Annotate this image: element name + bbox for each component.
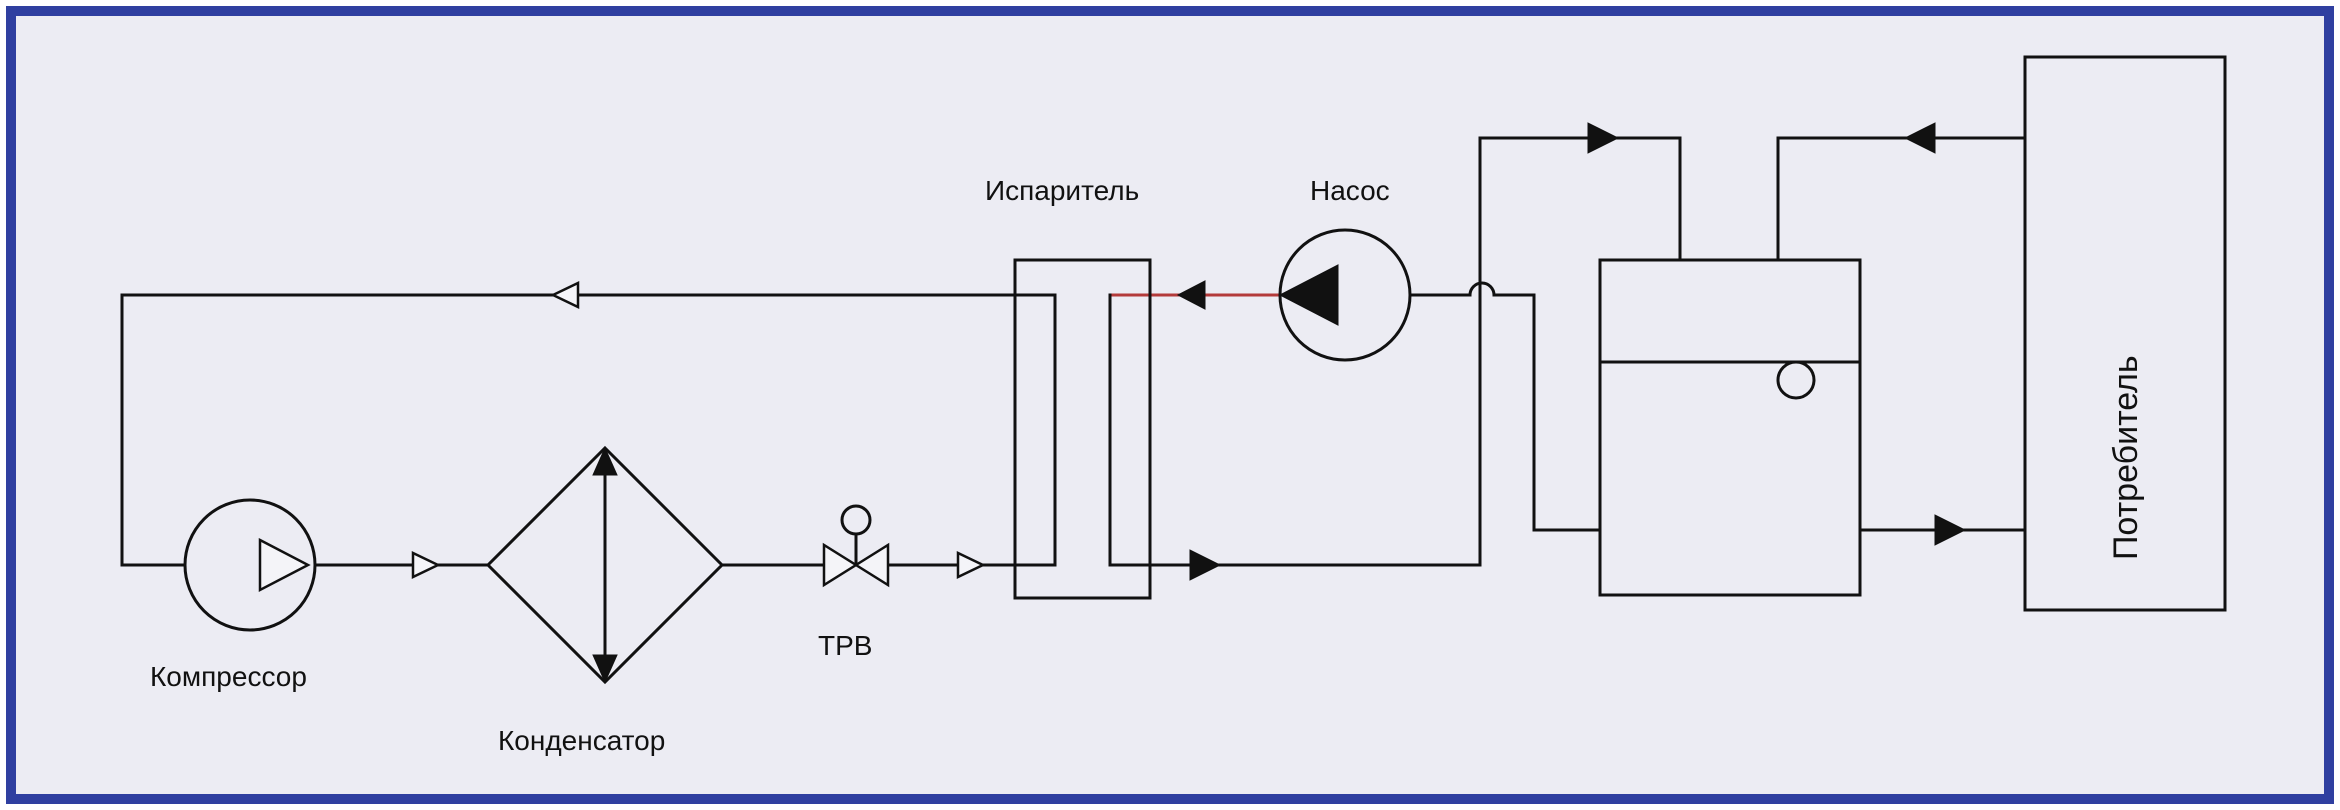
- evaporator: Испаритель: [985, 175, 1152, 600]
- consumer: Потребитель: [2023, 55, 2227, 612]
- txv-right-triangle: [853, 542, 890, 588]
- diagram-background: [16, 16, 2324, 794]
- flow-arrow-compressor-out-hollow: [411, 551, 441, 579]
- condenser-arrow-down: [592, 654, 618, 684]
- compressor-body: [183, 498, 317, 632]
- condenser-arrow-up: [592, 446, 618, 476]
- flow-arrow-txv-out-hollow: [956, 551, 986, 579]
- tank-inlet-line: [1492, 293, 1602, 532]
- flow-arrow-consumer-return: [1903, 122, 1936, 154]
- compressor-symbol: [258, 537, 311, 593]
- flow-arrow-evaporator-water-in: [1176, 280, 1206, 310]
- flow-arrow-evaporator-water-out: [1189, 549, 1222, 581]
- consumer-body: [2023, 55, 2227, 612]
- evaporator-body: [1013, 258, 1152, 600]
- tank-body: [1598, 258, 1862, 597]
- txv-valve: ТРВ: [818, 504, 890, 661]
- txv-left-triangle: [822, 542, 859, 588]
- txv-bulb: [840, 504, 872, 536]
- condenser-label: Конденсатор: [498, 725, 665, 756]
- pump-label: Насос: [1310, 175, 1390, 206]
- consumer-return-line: [1776, 136, 2027, 262]
- flow-arrow-consumer-supply: [1934, 514, 1967, 546]
- pipe-crossover-hop: [1468, 281, 1496, 297]
- storage-tank: [1598, 258, 1862, 597]
- pump: Насос: [1278, 175, 1412, 362]
- flow-arrow-top-line: [1587, 122, 1620, 154]
- consumer-label: Потребитель: [2107, 355, 2145, 560]
- compressor: Компрессор: [150, 498, 317, 692]
- evaporator-water-outlet-line: [1108, 136, 1682, 567]
- compressor-label: Компрессор: [150, 661, 307, 692]
- pump-symbol: [1278, 264, 1339, 326]
- flow-arrow-return-hollow: [550, 281, 580, 309]
- txv-label: ТРВ: [818, 630, 872, 661]
- condenser: Конденсатор: [485, 445, 725, 756]
- flow-arrows: [411, 122, 1967, 581]
- evaporator-label: Испаритель: [985, 175, 1139, 206]
- tank-level-indicator: [1776, 360, 1816, 400]
